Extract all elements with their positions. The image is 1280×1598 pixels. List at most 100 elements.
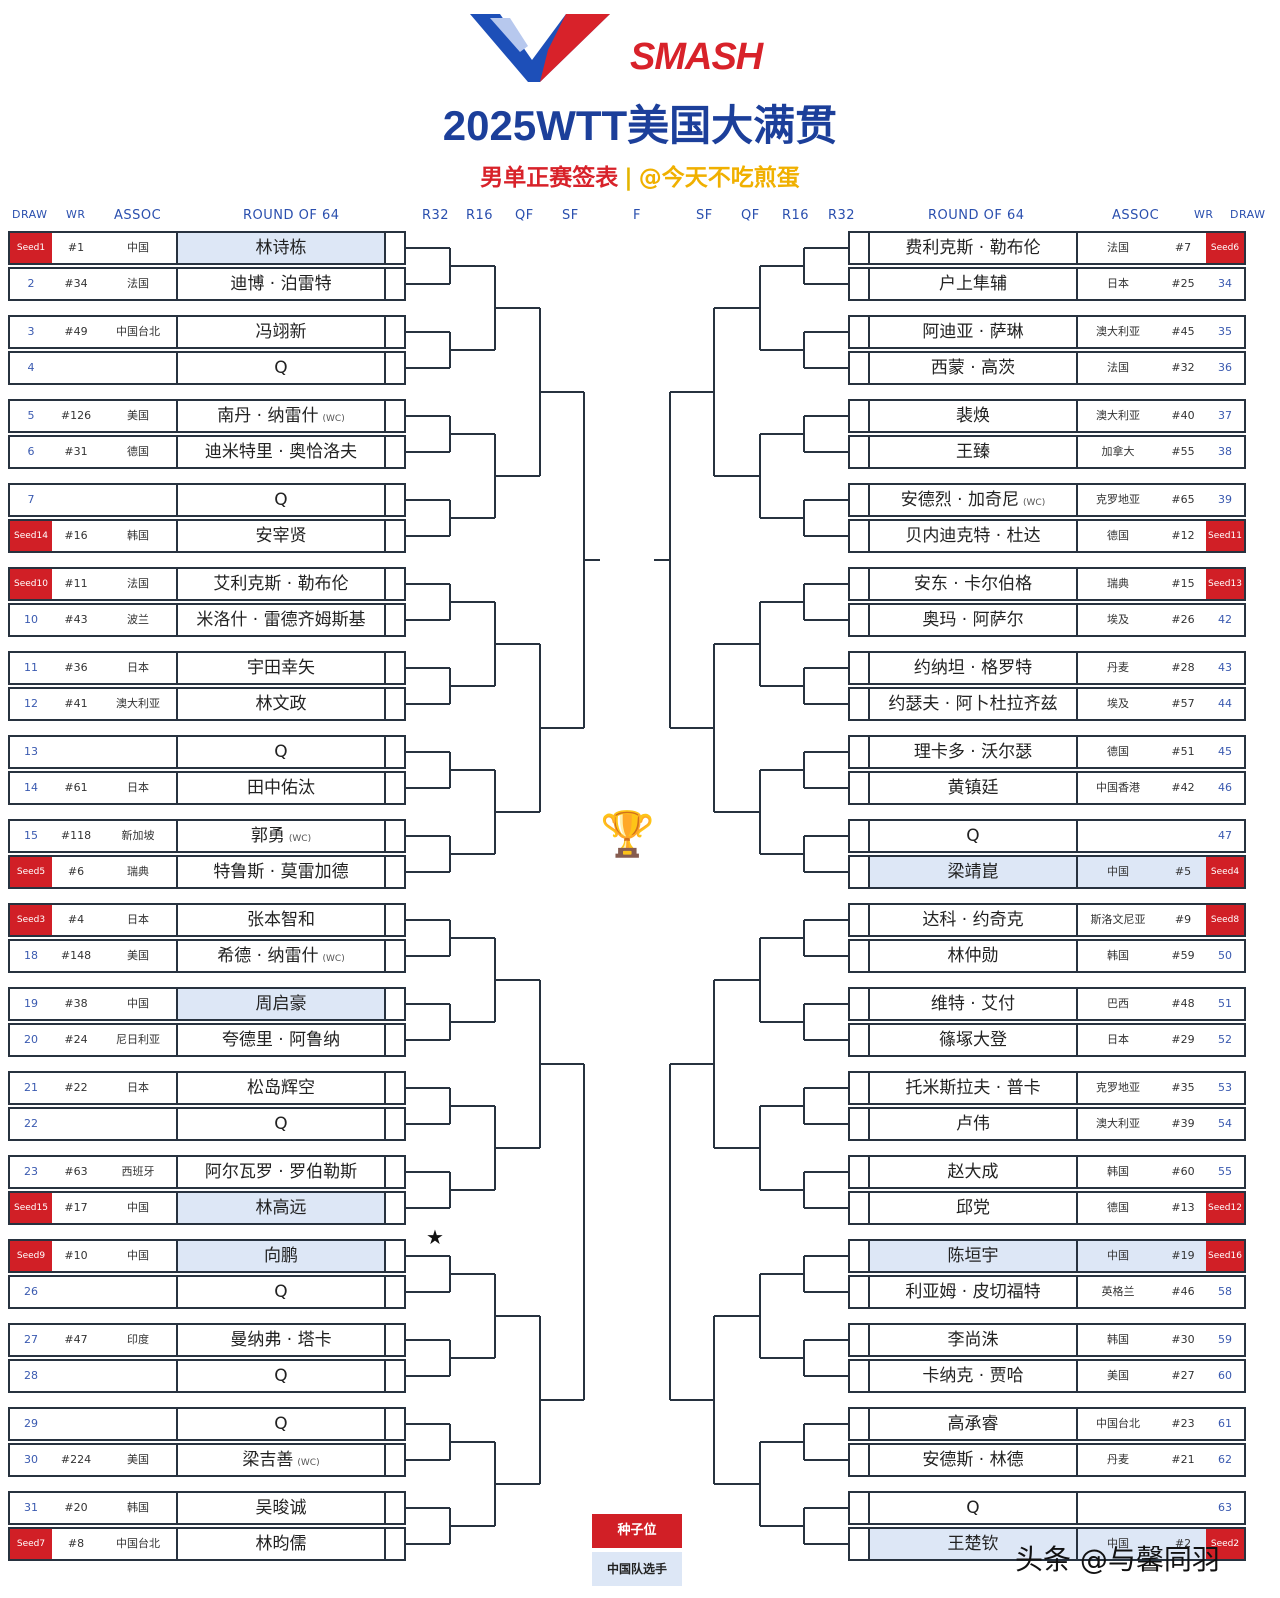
- player-name-text: 田中佑汰: [247, 778, 315, 798]
- world-ranking: #39: [1171, 1117, 1195, 1130]
- player-name: 托米斯拉夫 · 普卡: [868, 1073, 1078, 1103]
- association: 丹麦: [1107, 1453, 1129, 1466]
- player-name: 卢伟: [868, 1109, 1078, 1139]
- association: 中国: [127, 1201, 149, 1214]
- association: [1078, 1493, 1158, 1523]
- association: 法国: [1107, 241, 1129, 254]
- player-name-text: 米洛什 · 雷德齐姆斯基: [196, 610, 366, 630]
- draw-number: 28: [24, 1369, 38, 1382]
- association: 埃及: [1107, 697, 1129, 710]
- player-name-text: 安宰贤: [255, 526, 307, 546]
- player-name-text: Q: [274, 742, 288, 762]
- player-name: Q: [176, 1361, 386, 1391]
- world-ranking: [1158, 1493, 1208, 1523]
- association: 中国台北: [1096, 1417, 1140, 1430]
- draw-number: 21: [24, 1081, 38, 1094]
- player-name-text: 西蒙 · 高茨: [930, 358, 1016, 378]
- association: 瑞典: [1107, 577, 1129, 590]
- association: [1078, 821, 1158, 851]
- player-name: 达科 · 约奇克: [868, 905, 1078, 935]
- player-name: 希德 · 纳雷什(WC): [176, 941, 386, 971]
- player-name-text: 梁吉善: [242, 1450, 294, 1470]
- draw-number: 3: [27, 325, 35, 338]
- player-name-text: 冯翊新: [255, 322, 307, 342]
- header-sf-right: SF: [696, 208, 713, 223]
- player-name: 梁吉善(WC): [176, 1445, 386, 1475]
- player-name-text: Q: [274, 1366, 288, 1386]
- world-ranking: #65: [1171, 493, 1195, 506]
- world-ranking: #45: [1171, 325, 1195, 338]
- draw-number: 45: [1218, 745, 1232, 758]
- draw-number: 4: [27, 361, 35, 374]
- world-ranking: #34: [64, 277, 88, 290]
- seed-badge: Seed2: [1206, 1529, 1244, 1559]
- world-ranking: #118: [60, 829, 92, 842]
- subtitle-right: @今天不吃煎蛋: [638, 165, 800, 191]
- player-name: 黄镇廷: [868, 773, 1078, 803]
- player-name: 梁靖崑: [868, 857, 1078, 887]
- draw-number: 60: [1218, 1369, 1232, 1382]
- player-name-text: 卡纳克 · 贾哈: [922, 1366, 1024, 1386]
- association: 中国: [1078, 857, 1158, 887]
- world-ranking: #48: [1171, 997, 1195, 1010]
- player-name-text: 林仲勋: [947, 946, 999, 966]
- player-name: 西蒙 · 高茨: [868, 353, 1078, 383]
- world-ranking: #13: [1171, 1201, 1195, 1214]
- player-name-text: 陈垣宇: [947, 1246, 999, 1266]
- player-name-text: 迪博 · 泊雷特: [230, 274, 332, 294]
- draw-number: 36: [1218, 361, 1232, 374]
- header-round-left: ROUND OF 64: [243, 208, 340, 223]
- player-name-text: 特鲁斯 · 莫雷加德: [213, 862, 349, 882]
- world-ranking: #224: [60, 1453, 92, 1466]
- world-ranking: #35: [1171, 1081, 1195, 1094]
- seed-badge: Seed10: [10, 569, 52, 599]
- player-name: 林昀儒: [176, 1529, 386, 1559]
- seed-badge: Seed1: [10, 233, 52, 263]
- player-name: 贝内迪克特 · 杜达: [868, 521, 1078, 551]
- seed-badge: Seed9: [10, 1241, 52, 1271]
- world-ranking: #57: [1171, 697, 1195, 710]
- world-ranking: [52, 1409, 100, 1439]
- player-name: 约纳坦 · 格罗特: [868, 653, 1078, 683]
- player-name-text: 达科 · 约奇克: [922, 910, 1024, 930]
- player-name-text: 王楚钦: [947, 1534, 999, 1554]
- player-name: 邱党: [868, 1193, 1078, 1223]
- association: 日本: [127, 913, 149, 926]
- player-name: Q: [868, 1493, 1078, 1523]
- association: 中国: [1078, 1241, 1158, 1271]
- association: 德国: [127, 445, 149, 458]
- draw-number: 15: [24, 829, 38, 842]
- association: 德国: [1107, 745, 1129, 758]
- player-name: 理卡多 · 沃尔瑟: [868, 737, 1078, 767]
- world-ranking: #2: [1158, 1529, 1208, 1559]
- draw-number: 35: [1218, 325, 1232, 338]
- player-name-text: Q: [966, 1498, 980, 1518]
- association: 瑞典: [127, 865, 149, 878]
- player-name: 王臻: [868, 437, 1078, 467]
- world-ranking: #19: [1158, 1241, 1208, 1271]
- player-name-text: 奥玛 · 阿萨尔: [922, 610, 1024, 630]
- world-ranking: #17: [64, 1201, 88, 1214]
- draw-number: 30: [24, 1453, 38, 1466]
- world-ranking: [52, 1277, 100, 1307]
- draw-number: 18: [24, 949, 38, 962]
- world-ranking: #15: [1171, 577, 1195, 590]
- draw-number: 44: [1218, 697, 1232, 710]
- player-name: 王楚钦: [868, 1529, 1078, 1559]
- world-ranking: #51: [1171, 745, 1195, 758]
- seed-badge: Seed7: [10, 1529, 52, 1559]
- player-name-text: 邱党: [956, 1198, 990, 1218]
